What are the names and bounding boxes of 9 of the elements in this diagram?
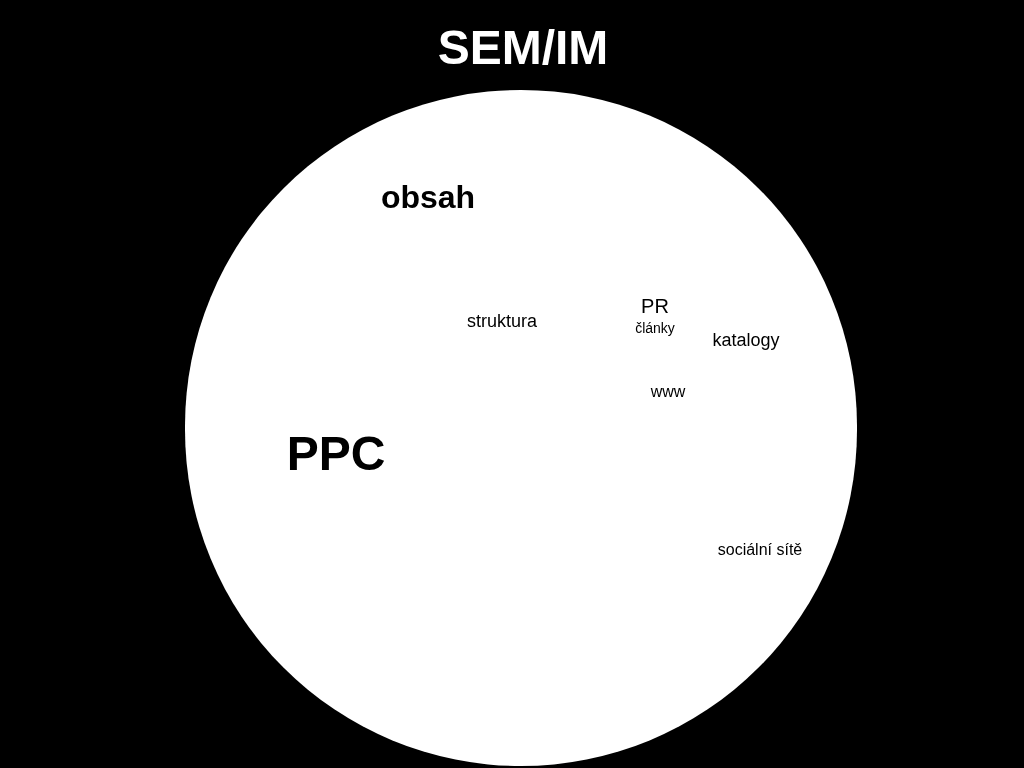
topic-label: katalogy (712, 328, 780, 352)
topic-label: www (650, 382, 686, 402)
topic-label: PPC (286, 426, 386, 482)
topic-label: články (635, 321, 675, 335)
topic-label: obsah (380, 178, 476, 217)
topic-label: sociální sítě (716, 541, 804, 559)
diagram-title: SEM/IM (437, 20, 609, 76)
topic-label: PR (641, 294, 669, 319)
topic-label: struktura (467, 309, 537, 333)
